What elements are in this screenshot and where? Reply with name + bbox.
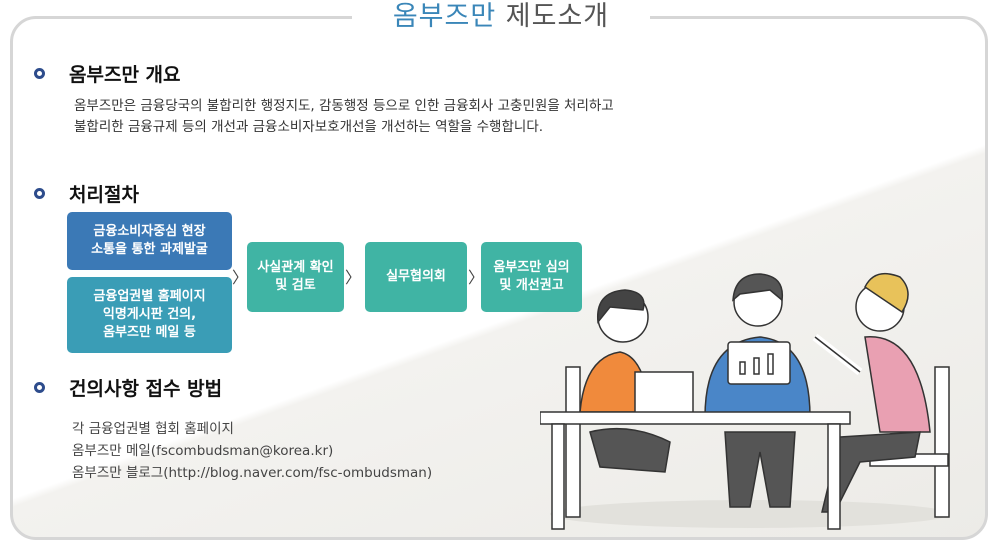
channel-list: 각 금융업권별 협회 홈페이지 옴부즈만 메일(fscombudsman@kor… bbox=[72, 418, 432, 484]
section-process-heading: 처리절차 bbox=[34, 180, 139, 207]
channel-item: 옴부즈만 블로그(http://blog.naver.com/fsc-ombud… bbox=[72, 465, 433, 481]
circle-bullet-icon bbox=[34, 382, 45, 393]
circle-bullet-icon bbox=[34, 68, 45, 79]
step-working-council: 실무협의회 bbox=[365, 242, 467, 312]
section-channels-heading: 건의사항 접수 방법 bbox=[34, 374, 222, 401]
channel-item: 각 금융업권별 협회 홈페이지 bbox=[72, 421, 234, 437]
section-overview-heading: 옴부즈만 개요 bbox=[34, 60, 181, 87]
chevron-right-icon: 〉 bbox=[468, 268, 485, 287]
page-title: 옴부즈만 제도소개 bbox=[352, 0, 650, 36]
chevron-right-icon: 〉 bbox=[345, 268, 362, 287]
channel-item: 옴부즈만 메일(fscombudsman@korea.kr) bbox=[72, 443, 334, 459]
meeting-illustration bbox=[540, 272, 950, 530]
circle-bullet-icon bbox=[34, 188, 45, 199]
overview-description: 옴부즈만은 금융당국의 불합리한 행정지도, 감동행정 등으로 인한 금융회사 … bbox=[74, 98, 614, 135]
chevron-right-icon: 〉 bbox=[232, 268, 249, 287]
